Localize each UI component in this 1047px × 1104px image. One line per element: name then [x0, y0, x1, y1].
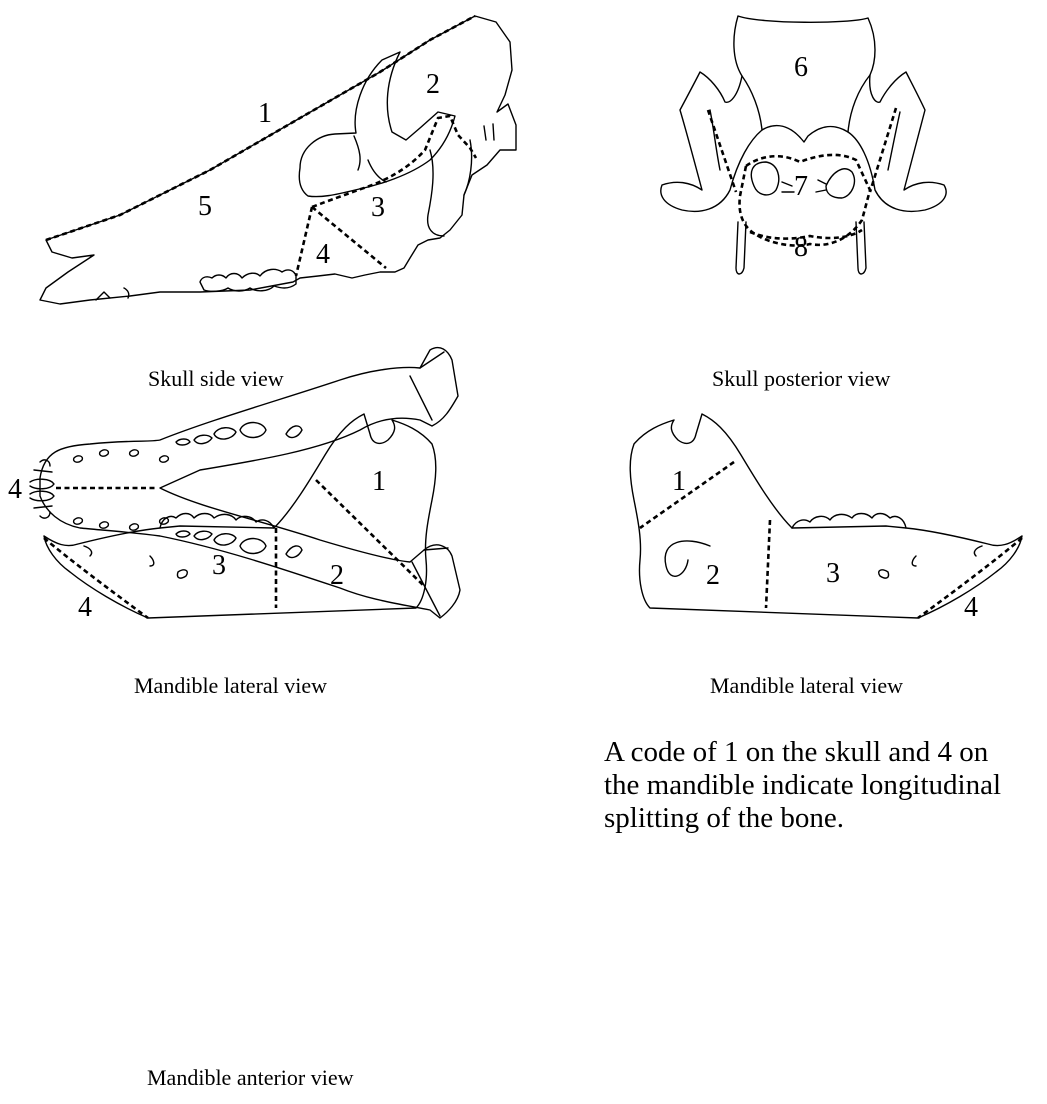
zone-label-8: 8 — [794, 232, 808, 263]
zone-label-4: 4 — [964, 592, 978, 623]
mandible-left-foramina — [84, 546, 187, 578]
mandible-right-caption: Mandible lateral view — [710, 673, 903, 698]
zone-label-1: 1 — [672, 466, 686, 497]
zone-label-7: 7 — [794, 171, 808, 202]
mandible-right-fossa — [665, 541, 710, 576]
zone-label-4: 4 — [316, 239, 330, 270]
mandible-anterior-upper-teeth — [176, 423, 302, 446]
skull-posterior-view: 6 7 8 Skull posterior view — [661, 16, 946, 391]
note-line: the mandible indicate longitudinal — [604, 769, 1044, 802]
zone-label-4: 4 — [78, 592, 92, 623]
zone-label-2: 2 — [426, 69, 440, 100]
condyle-left — [751, 162, 778, 195]
skull-side-caption: Skull side view — [148, 366, 284, 391]
left-process — [736, 222, 746, 274]
skull-side-teeth — [200, 269, 296, 291]
skull-posterior-caption: Skull posterior view — [712, 366, 891, 391]
mandible-anterior-foramina — [74, 450, 169, 530]
zone-label-3: 3 — [212, 550, 226, 581]
zone-label-6: 6 — [794, 52, 808, 83]
right-wing — [848, 72, 946, 211]
mandible-right-zone-line-2 — [766, 520, 770, 608]
zone-label-5: 5 — [198, 191, 212, 222]
zone-label-3: 3 — [371, 192, 385, 223]
skull-side-zone-line-2 — [312, 116, 476, 207]
mandible-anterior-view: 4 Mandible anterior view — [8, 348, 460, 1090]
zone-label-1: 1 — [258, 98, 272, 129]
mandible-lateral-right: 1 2 3 4 Mandible lateral view — [630, 414, 1022, 698]
mandible-right-foramina — [879, 546, 982, 578]
skull-side-view: 1 2 3 4 5 Skull side view — [40, 16, 516, 391]
zone-label-4: 4 — [8, 474, 22, 505]
mandible-left-zone-line-4 — [44, 538, 148, 618]
mandible-anterior-caption: Mandible anterior view — [147, 1065, 354, 1090]
mandible-left-caption: Mandible lateral view — [134, 673, 327, 698]
skull-side-zone-line-4 — [296, 207, 312, 276]
zone-label-1: 1 — [372, 466, 386, 497]
mandible-right-zone-line-1 — [640, 462, 734, 528]
zone-label-2: 2 — [706, 560, 720, 591]
condyle-right — [826, 169, 854, 198]
splitting-note: A code of 1 on the skull and 4 on the ma… — [604, 736, 1044, 835]
note-line: splitting of the bone. — [604, 802, 1044, 835]
zone-label-3: 3 — [826, 558, 840, 589]
note-line: A code of 1 on the skull and 4 on — [604, 736, 1044, 769]
skull-side-outline — [40, 16, 516, 304]
left-wing — [661, 72, 762, 211]
